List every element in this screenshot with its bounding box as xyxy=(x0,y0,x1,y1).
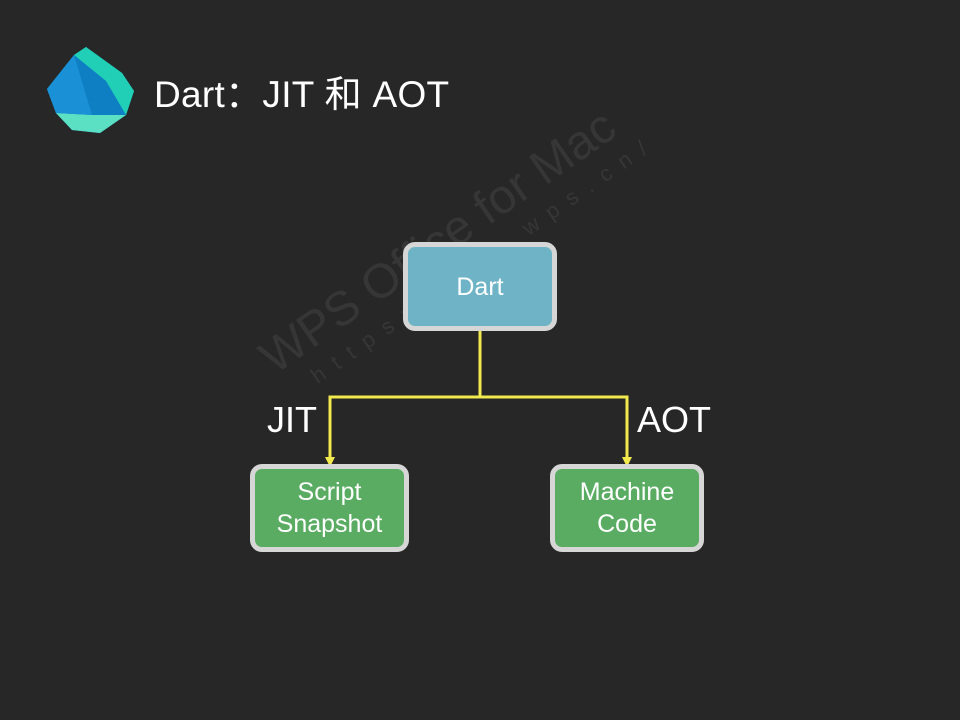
connector-aot xyxy=(480,395,632,467)
node-dart: Dart xyxy=(403,242,557,331)
node-script-snapshot: Script Snapshot xyxy=(250,464,409,552)
edge-label-jit: JIT xyxy=(267,399,317,440)
connector-jit xyxy=(325,395,480,467)
slide-title: Dart：JIT 和 AOT xyxy=(154,74,450,115)
node-machine-code-label: Machine Code xyxy=(579,478,675,538)
edge-label-aot: AOT xyxy=(637,399,712,440)
node-script-snapshot-label: Script Snapshot xyxy=(276,478,383,538)
node-dart-label: Dart xyxy=(456,272,504,301)
dart-logo-icon xyxy=(47,47,134,133)
node-machine-code: Machine Code xyxy=(550,464,704,552)
